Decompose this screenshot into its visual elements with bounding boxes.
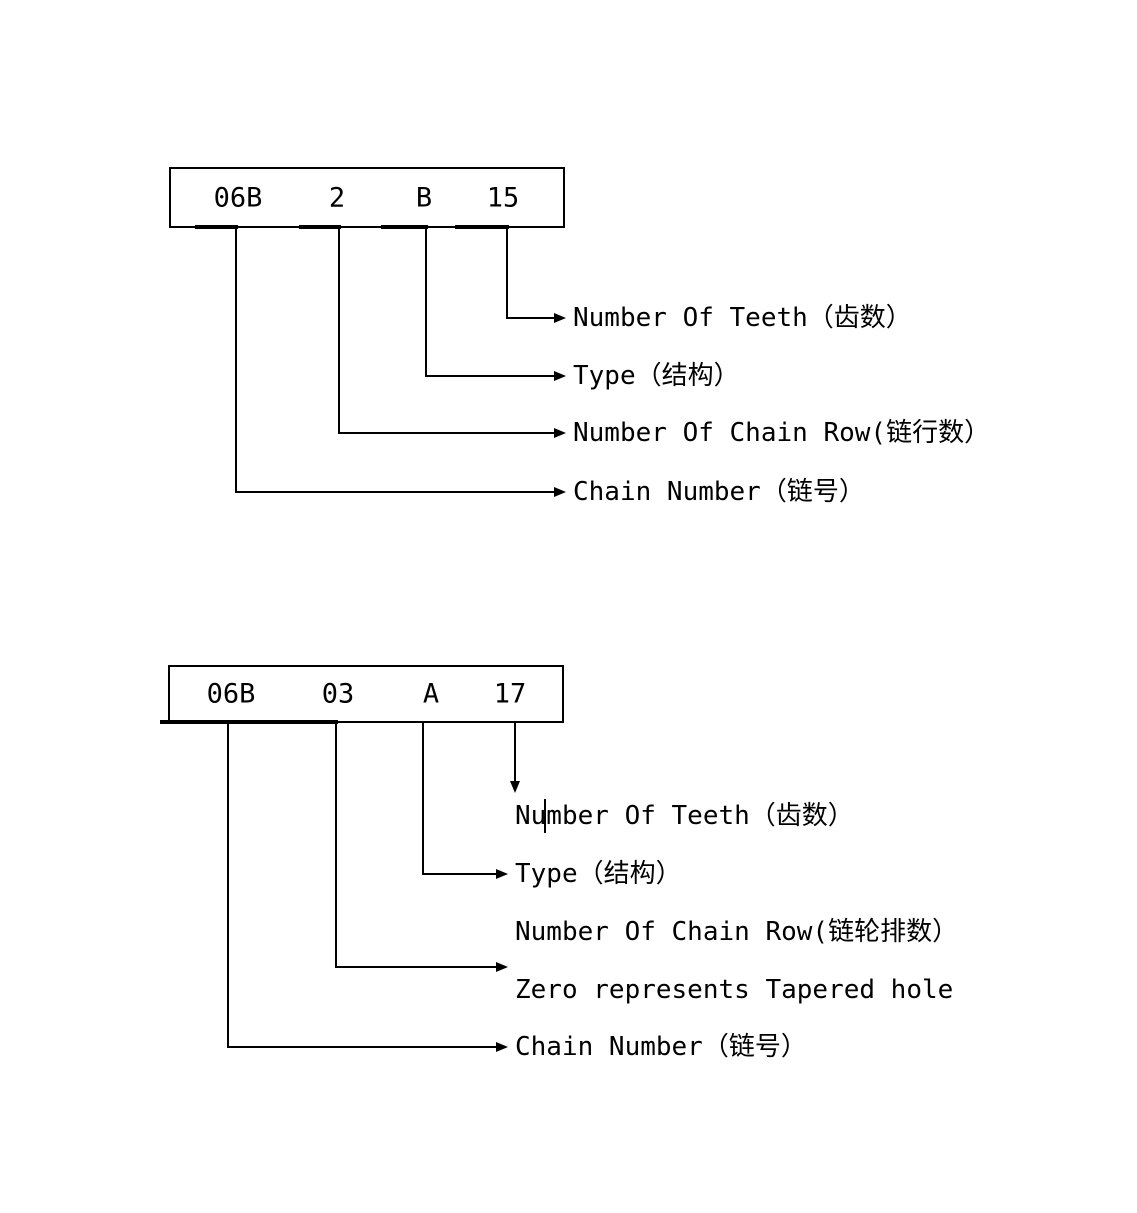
arrow-right-icon bbox=[496, 869, 508, 879]
text-cursor bbox=[544, 799, 546, 833]
connector-hline-type bbox=[425, 375, 554, 377]
connector-vline-chain-row bbox=[335, 723, 337, 968]
arrow-right-icon bbox=[554, 428, 566, 438]
connector-hline-chain-row bbox=[338, 432, 554, 434]
arrow-right-icon bbox=[496, 962, 508, 972]
connector-hline-chain-number bbox=[227, 1046, 496, 1048]
connector-hline-type bbox=[422, 873, 496, 875]
cell-underline bbox=[160, 720, 338, 724]
box-value-chain-row: 2 bbox=[328, 182, 346, 213]
designation-box: 06B 2 B 15 bbox=[169, 167, 565, 228]
box-value-type: B bbox=[415, 182, 433, 213]
box-value-teeth: 15 bbox=[486, 182, 520, 213]
box-value-teeth: 17 bbox=[493, 678, 527, 710]
label-number-of-teeth: Number Of Teeth（齿数） bbox=[515, 801, 854, 831]
box-value-chain-number: 06B bbox=[206, 678, 256, 710]
label-chain-row: Number Of Chain Row(链轮排数） bbox=[515, 917, 959, 947]
label-type: Type（结构） bbox=[573, 361, 740, 391]
label-number-of-teeth: Number Of Teeth（齿数） bbox=[573, 303, 912, 333]
connector-hline-chain-number bbox=[235, 491, 554, 493]
label-chain-row: Number Of Chain Row(链行数） bbox=[573, 418, 991, 448]
label-chain-number: Chain Number（链号） bbox=[515, 1032, 807, 1062]
label-chain-number: Chain Number（链号） bbox=[573, 477, 865, 507]
arrow-right-icon bbox=[554, 487, 566, 497]
cell-underline bbox=[299, 225, 341, 229]
cell-underline bbox=[195, 225, 238, 229]
arrow-down-icon bbox=[510, 781, 520, 793]
arrow-right-icon bbox=[496, 1042, 508, 1052]
designation-box: 06B 03 A 17 bbox=[168, 665, 564, 723]
connector-vline-teeth bbox=[506, 228, 508, 319]
arrow-right-icon bbox=[554, 371, 566, 381]
connector-vline-type bbox=[422, 723, 424, 875]
connector-vline-teeth bbox=[514, 723, 516, 781]
arrow-right-icon bbox=[554, 313, 566, 323]
label-type: Type（结构） bbox=[515, 859, 682, 889]
cell-underline bbox=[455, 225, 509, 229]
box-value-chain-number: 06B bbox=[213, 182, 263, 213]
box-value-chain-row: 03 bbox=[321, 678, 355, 710]
box-value-type: A bbox=[422, 678, 440, 710]
connector-vline-chain-number bbox=[235, 228, 237, 493]
connector-vline-type bbox=[425, 228, 427, 377]
label-tapered-hole: Zero represents Tapered hole bbox=[515, 975, 954, 1005]
cell-underline bbox=[381, 225, 428, 229]
connector-hline-teeth bbox=[506, 317, 554, 319]
connector-vline-chain-row bbox=[338, 228, 340, 434]
connector-hline-chain-row bbox=[335, 966, 496, 968]
connector-vline-chain-number bbox=[227, 723, 229, 1048]
